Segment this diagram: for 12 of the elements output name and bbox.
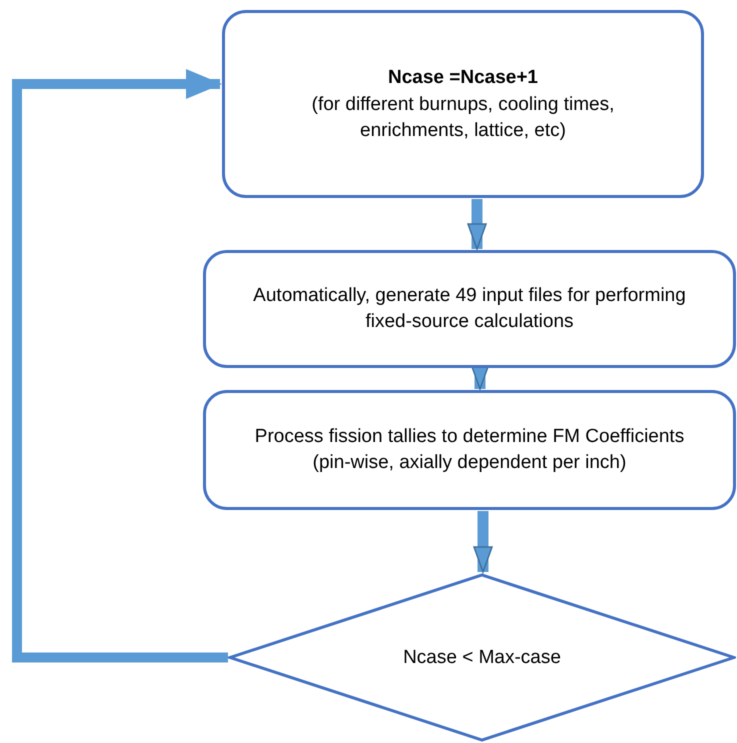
arrow	[12, 69, 228, 662]
arrow	[467, 199, 487, 250]
step-text: Process fission tallies to determine FM Coefficients (pin-wise, axially dependent per inch)	[254, 425, 686, 475]
arrow	[473, 511, 493, 573]
process-box	[222, 10, 704, 198]
process-box	[203, 390, 736, 510]
step-text: (for different burnups, cooling times, enrichments, lattice, etc)	[310, 93, 616, 143]
decision-diamond	[228, 573, 736, 742]
heading-text: Ncase =Ncase+1	[388, 66, 538, 90]
condition-text: Ncase < Max-case	[403, 646, 561, 670]
step-text: Automatically, generate 49 input files for performing fixed-source calculations	[252, 284, 687, 334]
process-box	[203, 250, 736, 368]
